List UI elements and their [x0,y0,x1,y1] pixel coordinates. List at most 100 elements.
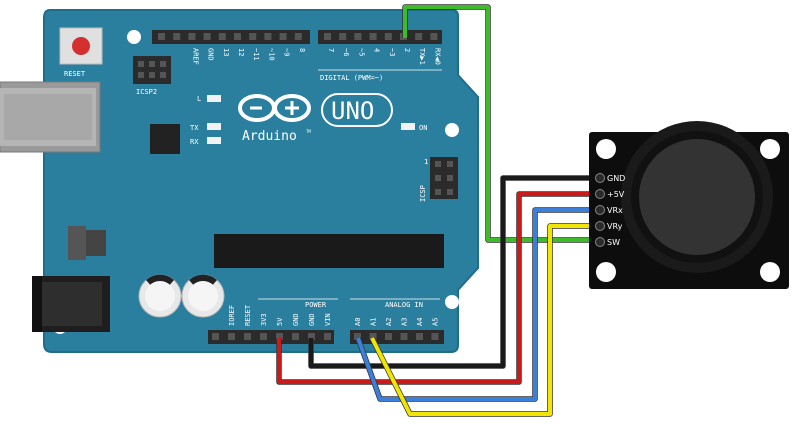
icsp-header [430,157,458,199]
joystick-pin-label: GND [607,174,625,183]
joystick-knob[interactable] [639,139,755,255]
digital-pin-hole [339,33,347,40]
digital-pin-hole [354,33,362,40]
digital-pin-hole [158,33,165,40]
brand-label: Arduino [242,129,297,144]
led-on [401,123,415,130]
led-l [207,95,221,102]
mounting-hole [445,123,459,137]
power-pin-label: VIN [324,313,332,326]
joystick-pins [595,173,605,247]
digital-pin-label: RX◀0 [433,48,441,65]
reset-label: RESET [64,70,86,78]
microcontroller-chip [214,234,444,268]
digital-pin-label: ~9 [283,48,291,56]
trademark-label: TM [306,129,311,134]
usb-chip [150,124,180,154]
analog-pin-label: A0 [354,318,362,326]
analog-pin-hole [354,333,361,340]
digital-pin-label: 12 [237,48,245,56]
joystick-pin-label: VRx [607,206,623,215]
power-header [208,330,334,344]
digital-pin-hole [384,33,392,40]
analog-pin-hole [385,333,392,340]
digital-pin-label: ~5 [357,48,365,56]
mounting-hole [127,30,141,44]
digital-pin-label: ~3 [388,48,396,56]
digital-pin-label: ~11 [252,48,260,61]
icsp-label: ICSP [419,185,427,202]
analog-pin-hole [369,333,377,340]
digital-pin-hole [415,33,423,40]
digital-pin-hole [203,33,211,40]
analog-pin-label: A2 [385,318,393,326]
wire-vry [370,224,600,416]
joystick-pin [595,221,605,231]
power-pin-hole [228,333,235,340]
digital-pin-hole [234,33,241,40]
wire-5v [277,192,600,384]
joystick-pin [595,205,605,215]
uno-badge [321,93,393,127]
power-pin-label: IOREF [228,305,236,326]
analog-pin-hole [431,333,439,340]
digital-pin-hole [188,33,196,40]
power-pin-label: 5V [276,317,284,326]
digital-header-right [318,30,442,44]
arduino-logo [238,94,311,122]
analog-pin-label: A1 [370,318,378,326]
digital-pin-label: 4 [373,48,381,52]
joystick-pin [595,237,605,247]
joystick-mount-hole [596,262,616,282]
joystick-mount-hole [760,139,780,159]
wire-sw [403,5,600,242]
joystick-mount-hole [596,139,616,159]
joystick-pin [595,189,605,199]
analog-pin-hole [400,333,408,340]
reset-button[interactable] [59,27,103,65]
power-pin-label: GND [308,313,316,326]
icsp-pin1-label: 1 [424,158,428,166]
joystick-pin-label: VRy [607,222,623,231]
digital-pin-label: 2 [403,48,411,52]
digital-label: DIGITAL (PWM=~) [320,74,383,82]
power-pin-hole [212,333,219,340]
digital-pin-label: ~10 [267,48,275,61]
digital-pin-hole [264,33,272,40]
power-pin-hole [324,333,331,340]
led-tx-label: TX [190,124,199,132]
power-label: POWER [305,301,327,309]
voltage-regulator [68,226,106,260]
capacitor [138,274,182,318]
power-pin-hole [308,333,315,340]
analog-pin-label: A3 [401,318,409,326]
icsp2-label: ICSP2 [136,88,157,96]
analog-pin-hole [416,333,423,340]
dc-power-jack [32,276,110,332]
usb-connector [0,81,101,153]
power-pin-holes [212,333,331,340]
digital-pin-label: AREF [191,48,199,65]
digital-pin-label: GND [207,48,215,61]
wires [276,4,600,417]
power-pin-hole [260,333,267,340]
led-tx [207,123,221,130]
digital-pin-label: 8 [298,48,306,52]
digital-pin-hole [294,33,302,40]
power-pin-hole [276,333,283,340]
led-l-label: L [197,95,201,103]
analog-header [350,330,444,344]
digital-pin-holes [158,33,438,40]
wire-vrx [356,208,600,401]
power-pin-label: GND [292,313,300,326]
digital-pin-label: TX▶1 [418,48,426,65]
power-pin-hole [244,333,251,340]
led-rx-label: RX [190,138,199,146]
